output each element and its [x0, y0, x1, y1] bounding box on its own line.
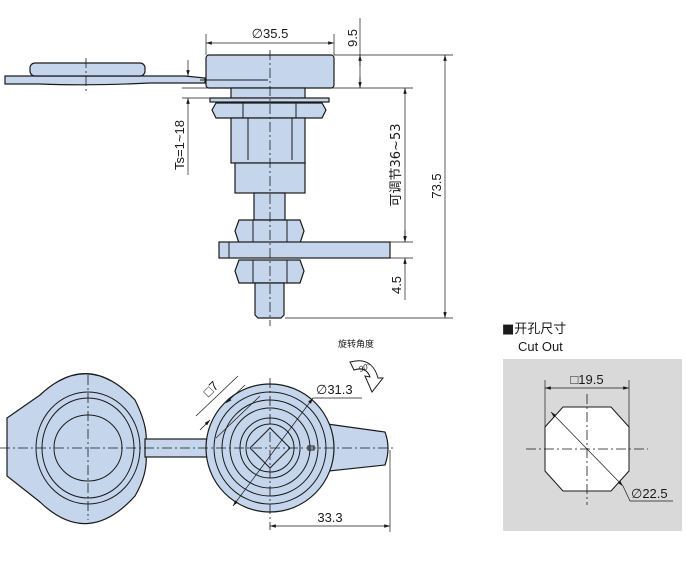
rotation-angle: 90°: [358, 361, 373, 374]
washer: [209, 97, 330, 103]
cam-plate: [218, 241, 391, 259]
bushing-top: [230, 87, 306, 99]
dust-cap-front: [6, 373, 147, 525]
big-nut: [211, 102, 327, 119]
front-view: □7 ∅31.3 33.3 旋转角度 90°: [0, 338, 395, 532]
cutout-title: ■开孔尺寸: [502, 322, 566, 337]
rotation-label: 旋转角度: [338, 338, 374, 350]
cutout-subtitle: Cut Out: [518, 339, 563, 354]
shaft: [253, 192, 286, 221]
upper-cam-nut: [234, 219, 305, 244]
cutout-section: ■开孔尺寸 Cut Out □19.5 ∅22.5: [502, 322, 682, 531]
threaded-body: [230, 117, 306, 164]
handle-tail: [319, 422, 389, 473]
dim-panel-thickness: Ts=1~18: [172, 120, 187, 170]
dim-plate-thickness: 4.5: [389, 276, 404, 294]
rotation-arrow-icon: [349, 360, 385, 393]
dim-cutout-square: □19.5: [570, 372, 603, 387]
stud: [254, 282, 285, 319]
dim-adjustable-range: 可调节36~53: [389, 124, 404, 207]
dim-total-length: 73.5: [429, 173, 444, 198]
dim-head-diameter: ∅35.5: [252, 26, 289, 41]
dust-cap-top: [29, 62, 146, 77]
dust-cap-flap: [4, 75, 206, 86]
side-view: ∅35.5 9.5 73.5 可调节36~53 4.5 Ts=1~18: [4, 18, 453, 326]
dim-face-diameter: ∅31.3: [316, 382, 353, 397]
dim-tail-length: 33.3: [317, 510, 342, 525]
dim-key-square: □7: [200, 378, 221, 399]
lower-cam-nut: [234, 259, 305, 284]
dim-cutout-diameter: ∅22.5: [631, 486, 668, 501]
dim-head-height: 9.5: [345, 29, 360, 47]
